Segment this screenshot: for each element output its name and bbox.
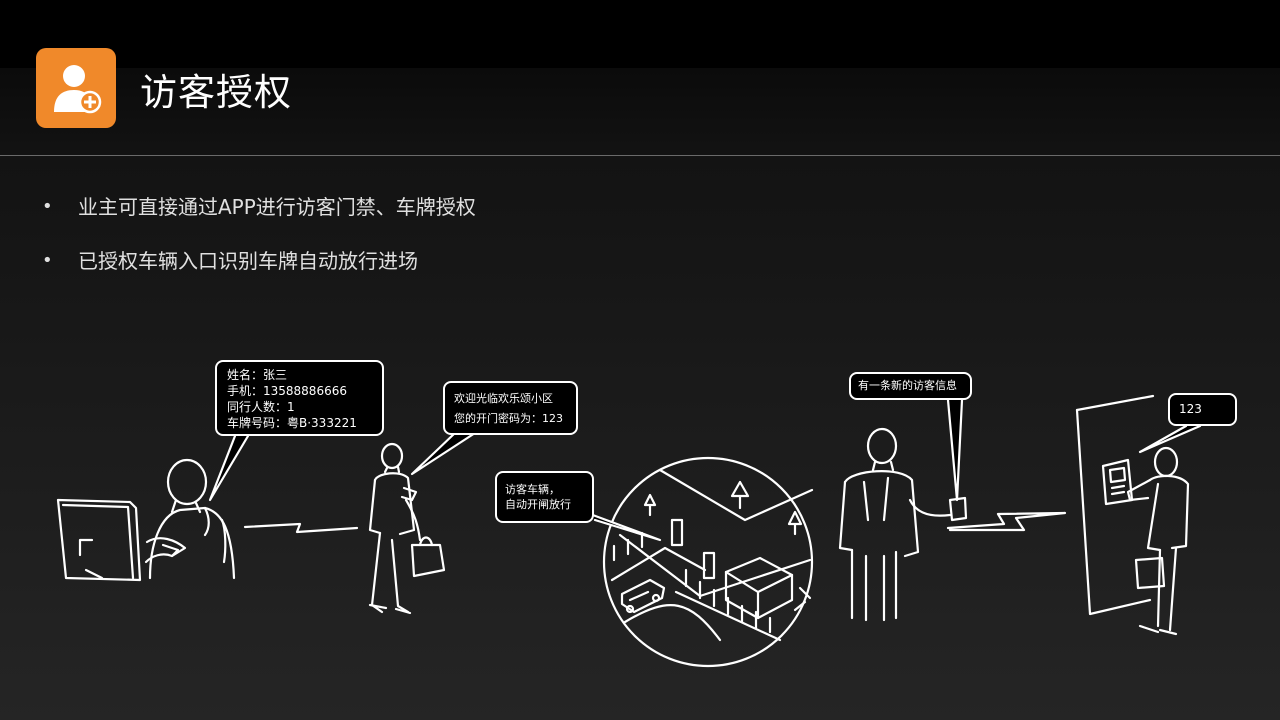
header-divider <box>0 155 1280 156</box>
notification-bubble: 有一条新的访客信息 <box>849 372 972 400</box>
bullet-text: 业主可直接通过APP进行访客门禁、车牌授权 <box>78 195 476 219</box>
bullet-dot: • <box>42 196 53 217</box>
top-band <box>0 0 1280 68</box>
visitor-info-bubble: 姓名：张三 手机：13588886666 同行人数：1 车牌号码：粤B·3332… <box>215 360 384 436</box>
list-item: • 已授权车辆入口识别车牌自动放行进场 <box>42 244 476 298</box>
notification-text: 有一条新的访客信息 <box>858 379 957 392</box>
visitor-companions: 同行人数：1 <box>227 400 295 414</box>
resident-figure <box>838 427 968 622</box>
gate-note-line1: 访客车辆， <box>505 483 560 496</box>
list-item: • 业主可直接通过APP进行访客门禁、车牌授权 <box>42 190 476 244</box>
community-gate-scene <box>602 456 814 668</box>
visitor-flow-illustration <box>56 394 1202 668</box>
keypad-entry-text: 123 <box>1179 402 1202 416</box>
bullet-text: 已授权车辆入口识别车牌自动放行进场 <box>78 249 418 273</box>
visitor-name: 姓名：张三 <box>227 368 288 382</box>
owner-figure <box>56 458 236 582</box>
keypad-entry-bubble: 123 <box>1168 393 1237 426</box>
feature-list: • 业主可直接通过APP进行访客门禁、车牌授权 • 已授权车辆入口识别车牌自动放… <box>42 190 476 298</box>
user-add-icon <box>54 65 102 114</box>
gate-note-bubble: 访客车辆， 自动开闸放行 <box>495 471 594 523</box>
visitor-figure <box>368 442 446 615</box>
visitor-phone: 手机：13588886666 <box>227 384 347 398</box>
sms-welcome: 欢迎光临欢乐颂小区 <box>454 392 553 405</box>
visitor-plate: 车牌号码：粤B·333221 <box>227 416 357 430</box>
signal-bolt <box>946 511 1067 532</box>
sms-bubble: 欢迎光临欢乐颂小区 您的开门密码为：123 <box>443 381 578 435</box>
app-logo <box>36 48 116 128</box>
page-title: 访客授权 <box>140 71 292 114</box>
gate-note-line2: 自动开闸放行 <box>505 498 571 511</box>
door-keypad-scene <box>1075 394 1190 636</box>
sms-code: 您的开门密码为：123 <box>454 412 563 425</box>
bullet-dot: • <box>42 250 53 271</box>
signal-bolt <box>243 522 359 534</box>
